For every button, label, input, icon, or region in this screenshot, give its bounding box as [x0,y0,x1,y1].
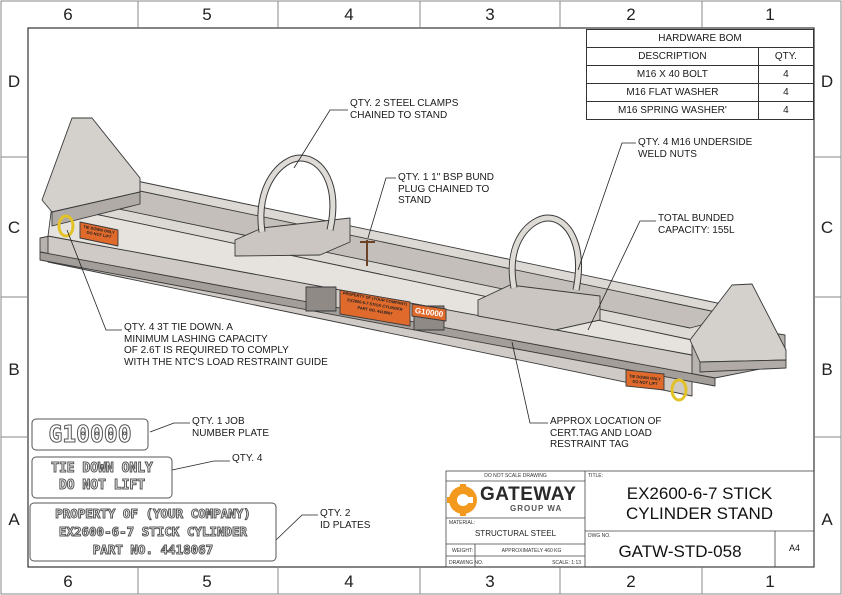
do-not-scale-label: DO NOT SCALE DRAWING [484,473,547,479]
bom-cell-description: M16 SPRING WASHER' [586,101,759,120]
zone-right-a: A [821,510,833,529]
right-end-gusset-side [699,359,787,373]
bom-row: M16 SPRING WASHER'4 [586,101,815,120]
id-plate-line3: PART NO. 4418067 [92,542,214,558]
drawing-no-label: DRAWING NO. [449,560,484,566]
left-end-gusset-side [51,191,141,227]
zone-left-d: D [7,72,21,91]
dwg-no-label: DWG NO. [588,533,611,539]
dwg-number: GATW-STD-058 [618,542,742,561]
bom-cell-description: M16 FLAT WASHER [586,83,759,102]
note-job-plate: QTY. 1 JOB NUMBER PLATE [192,416,270,439]
note-bund-plug: QTY. 1 1" BSP BUND PLUG CHAINED TO STAND [398,172,494,206]
id-plate-outline [29,502,277,562]
zone-bottom-5: 5 [202,572,212,591]
forklift-pocket-left [305,286,337,312]
note-weld-nuts: QTY. 4 M16 UNDERSIDE WELD NUTS [638,137,753,160]
bom-cell-qty: 4 [757,101,815,120]
material-value: STRUCTURAL STEEL [474,529,557,538]
title-block-lines [445,470,815,568]
zone-top-1: 1 [765,5,775,24]
bom-cell-qty: 4 [757,65,815,84]
id-plate-line2: EX2600-6-7 STICK CYLINDER [58,524,248,540]
job-number-plate: G10000 [48,422,132,449]
zone-top-3: 3 [485,5,495,24]
right-tie-down-hook [670,378,688,402]
note-tie-down: QTY. 4 3T TIE DOWN. A MINIMUM LASHING CA… [124,322,328,368]
zone-right-d: D [820,72,834,91]
note-bunded-capacity: TOTAL BUNDED CAPACITY: 155L [658,213,735,236]
company-name: GATEWAY [480,484,577,505]
scale-value: SCALE: 1:13 [552,560,581,566]
hardware-bom-table: HARDWARE BOM DESCRIPTION QTY. M16 X 40 B… [586,29,815,120]
zone-bottom-4: 4 [344,572,354,591]
cylinder-stand-view [39,117,787,402]
bom-cell-description: M16 X 40 BOLT [586,65,759,84]
left-tie-down-tag [79,221,119,247]
zone-top-5: 5 [202,5,212,24]
job-number-plate-outline [31,418,149,451]
company-subtitle: GROUP WA [510,504,563,513]
bom-header-description: DESCRIPTION [586,47,759,66]
center-id-tag [339,289,411,327]
tie-down-plate-line2: DO NOT LIFT [58,478,146,494]
drawing-title-line1: EX2600-6-7 STICK [626,484,773,503]
id-plate-line1: PROPERTY OF (YOUR COMPANY) [55,506,252,522]
tie-down-plate-outline [31,456,173,499]
bom-cell-qty: 4 [757,83,815,102]
left-tie-down-hook [57,214,75,238]
zone-bottom-2: 2 [626,572,636,591]
title-label: TITLE: [588,473,604,479]
bom-title: HARDWARE BOM [586,29,814,48]
note-id-plates: QTY. 2 ID PLATES [320,508,371,531]
gateway-logo-icon [447,484,477,516]
zone-bottom-3: 3 [485,572,495,591]
material-label: MATERIAL: [449,520,476,526]
zone-right-b: B [821,360,833,379]
zone-left-c: C [7,218,21,237]
note-tie-plate: QTY. 4 [232,453,263,464]
weight-value: APPROXIMATELY 460 KG [501,548,562,554]
right-tie-down-tag [625,369,665,391]
zone-right-c: C [820,218,834,237]
zone-bottom-1: 1 [765,572,775,591]
zone-left-b: B [8,360,20,379]
leader-lines [66,109,656,541]
zone-bottom-6: 6 [63,572,73,591]
drawing-title-line2: CYLINDER STAND [625,504,774,523]
right-end-gusset [689,283,787,363]
zone-top-2: 2 [626,5,636,24]
weight-label: WEIGHT: [452,548,473,554]
bom-header-qty: QTY. [757,47,815,66]
note-cert-tag: APPROX LOCATION OF CERT.TAG AND LOAD RES… [550,416,662,450]
zone-top-4: 4 [344,5,354,24]
note-steel-clamps: QTY. 2 STEEL CLAMPS CHAINED TO STAND [350,98,459,121]
center-job-tag [411,303,447,322]
zone-left-a: A [8,510,20,529]
sheet-size: A4 [788,543,800,553]
tie-down-plate-line1: TIE DOWN ONLY [51,461,154,477]
zone-top-6: 6 [63,5,73,24]
